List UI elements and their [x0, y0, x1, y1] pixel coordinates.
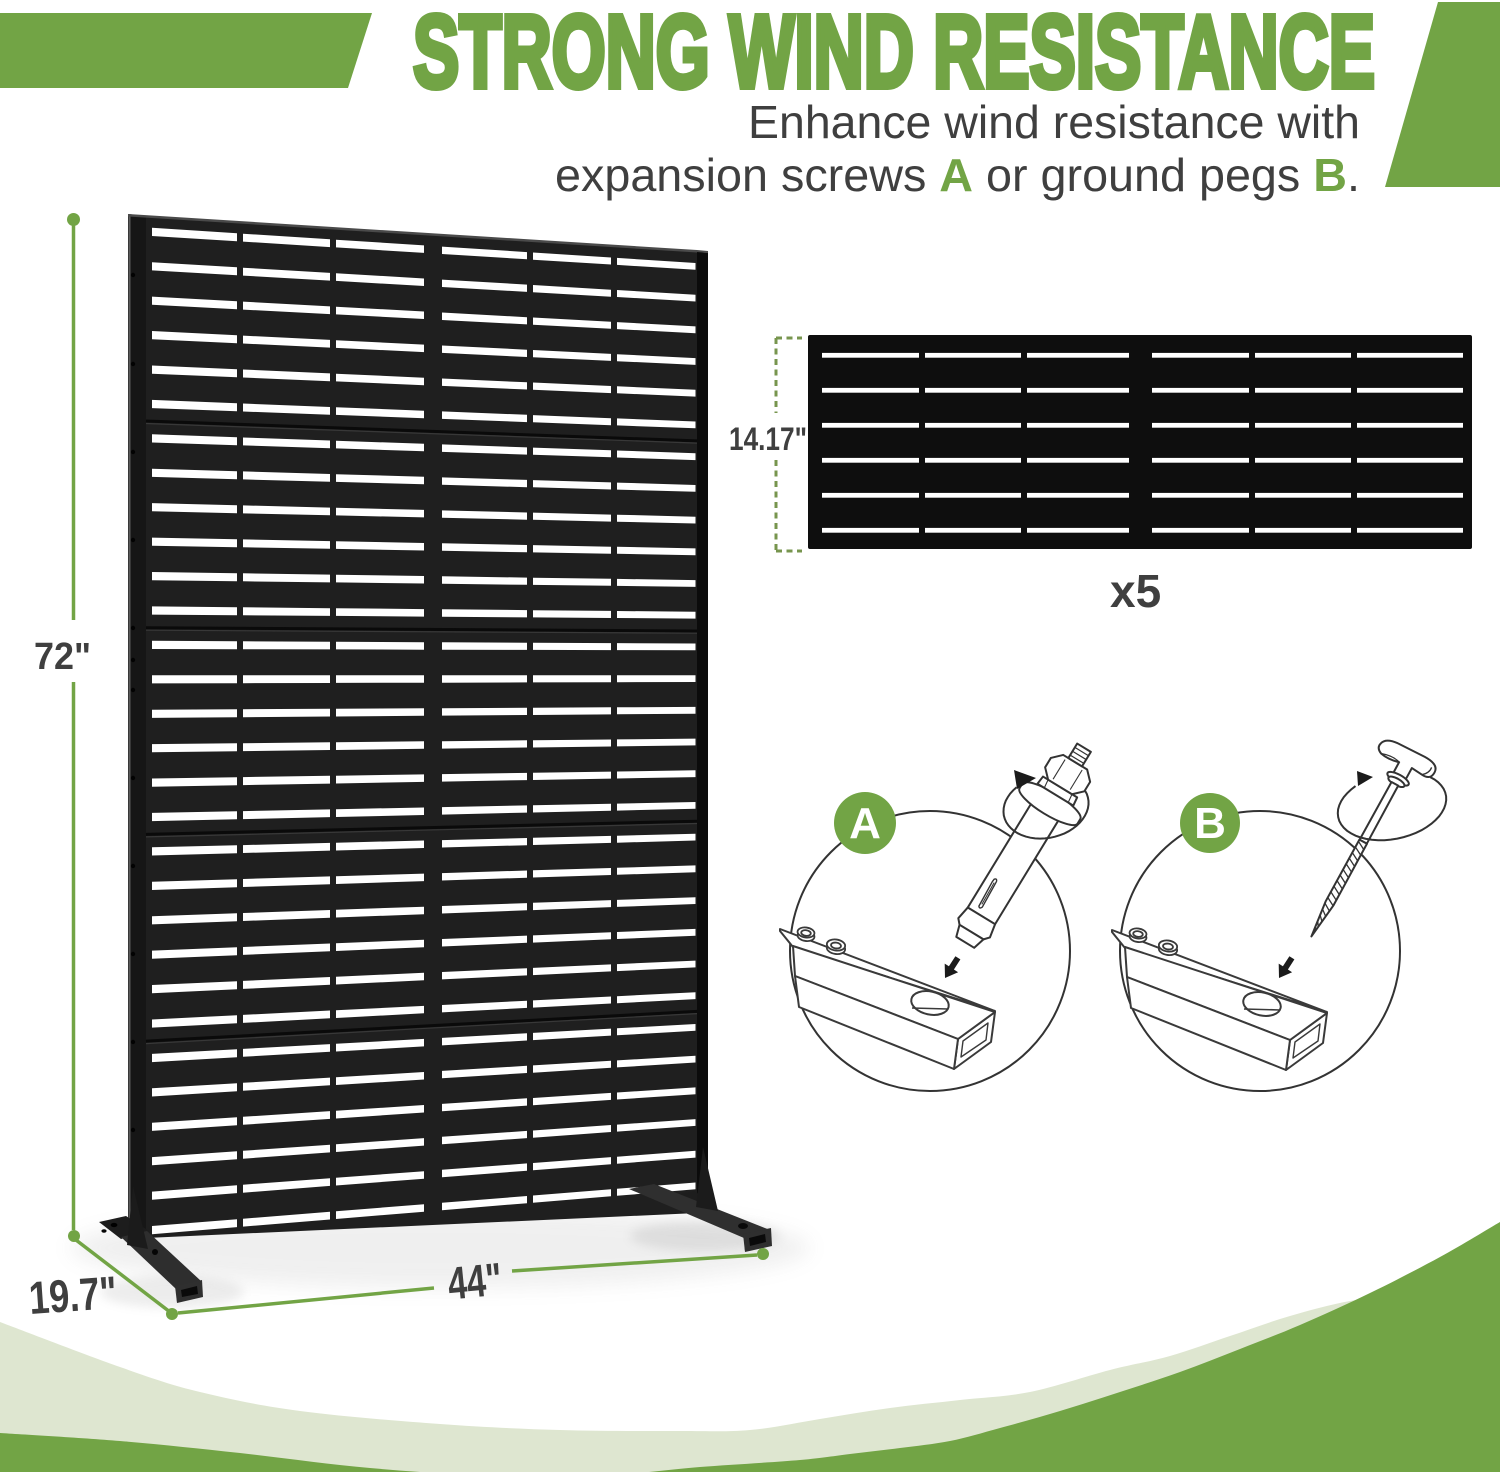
svg-text:72": 72": [34, 636, 91, 678]
svg-text:14.17": 14.17": [729, 421, 807, 457]
svg-text:B: B: [1194, 799, 1226, 848]
svg-text:44": 44": [445, 1252, 504, 1309]
svg-text:x5: x5: [1110, 565, 1161, 617]
svg-text:Enhance wind resistance with: Enhance wind resistance with: [748, 96, 1360, 148]
svg-text:STRONG WIND RESISTANCE: STRONG WIND RESISTANCE: [413, 0, 1375, 109]
svg-text:expansion screws A or ground p: expansion screws A or ground pegs B.: [555, 149, 1360, 201]
svg-text:19.7": 19.7": [27, 1266, 118, 1324]
svg-text:A: A: [849, 799, 881, 848]
